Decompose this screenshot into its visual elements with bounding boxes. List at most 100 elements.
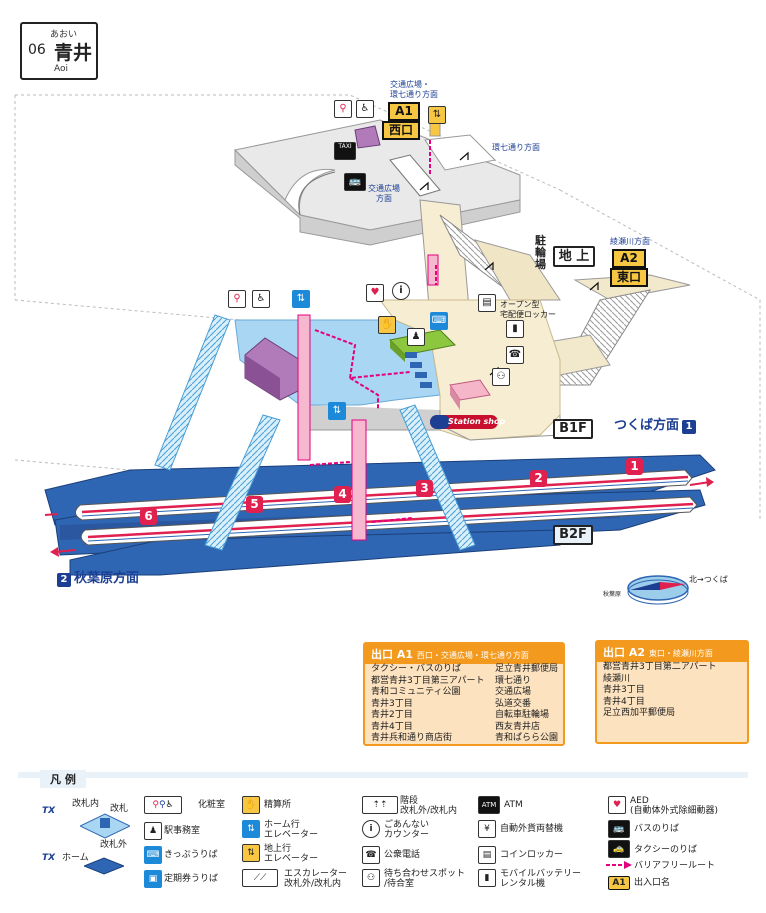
- a2-direction-label: 綾瀬川方面: [610, 237, 650, 246]
- toilet-icon: ⚲: [334, 100, 352, 118]
- legend-toilet-icon: ⚲⚲♿: [144, 796, 182, 814]
- exit-a2-tag: A2: [612, 249, 646, 268]
- legend-seisan: 精算所: [264, 800, 292, 810]
- platform-elevator-icon: ⇅: [292, 290, 310, 308]
- line-1-badge: 1: [682, 420, 697, 434]
- exit-a1-tag: A1: [388, 102, 420, 121]
- legend-jihanki-icon: ¥: [478, 820, 496, 838]
- legend-ekimu-icon: ♟: [144, 822, 162, 840]
- elevator-shafts: [297, 107, 441, 541]
- legend-jihanki: 自動外貨両替機: [500, 824, 564, 834]
- legend-escalator: エスカレーター 改札外/改札内: [284, 869, 348, 889]
- station-shop-sign: [430, 415, 498, 429]
- list-item: 青和ぱらら公園: [495, 733, 559, 743]
- list-item: 自転車駐輪場: [495, 710, 550, 720]
- station-office-icon: ♟: [407, 328, 425, 346]
- seisan-icon: ✋: [378, 316, 396, 334]
- barrier-free-route: [309, 140, 437, 523]
- bicycle-parking-label: 駐 輪 場: [535, 234, 546, 271]
- exit-a2-name: 東口: [610, 268, 648, 287]
- legend-koshu-icon: ☎: [362, 846, 380, 864]
- exit-a1-info: 出口 A1 西口・交通広場・環七通り方面 タクシー・バスのりば 都営青井3丁目第…: [363, 642, 565, 746]
- legend-toilet: 化粧室: [198, 800, 226, 810]
- list-item: 綾瀬川: [603, 673, 631, 684]
- exit-a2-info-header: 出口 A2 東口・綾瀬川方面: [597, 642, 747, 662]
- kanana-dori-label: 環七通り方面: [492, 143, 540, 152]
- platform-swatch-icon: [84, 857, 124, 875]
- waiting-spot-icon: ⚇: [492, 368, 510, 386]
- list-item: 都営青井3丁目第三アパート: [371, 675, 485, 686]
- legend-annai-icon: i: [362, 820, 380, 838]
- b1-wheelchair-icon: ♿: [252, 290, 270, 308]
- legend-bar: [18, 772, 748, 778]
- legend-kaidan: 階段 改札外/改札内: [400, 796, 458, 816]
- legend-battery: モバイルバッテリー レンタル機: [500, 869, 582, 889]
- legend-title: 凡 例: [40, 770, 86, 788]
- exit-a2-info: 出口 A2 東口・綾瀬川方面 都営青井3丁目第二アパート 綾瀬川 青井3丁目 青…: [595, 640, 749, 744]
- platform-elevator-icon-2: ⇅: [328, 402, 346, 420]
- station-name: 青井: [54, 42, 93, 64]
- legend-kippu-icon: ⌨: [144, 846, 162, 864]
- station-diagram: [14, 94, 761, 605]
- list-item: 都営青井3丁目第二アパート: [603, 662, 717, 672]
- exit-a1-name: 西口: [382, 121, 420, 140]
- station-ruby: あおい: [50, 30, 78, 40]
- legend-locker: コインロッカー: [500, 850, 564, 860]
- list-item: 青井2丁目: [371, 710, 413, 720]
- legend-kaisatsu: 改札: [110, 804, 129, 814]
- compass: [627, 575, 689, 605]
- compass-north: 北: [689, 575, 697, 584]
- list-item: 西友青井店: [495, 721, 541, 732]
- bus-icon: 🚌: [344, 173, 366, 191]
- list-item: 青井3丁目: [371, 698, 413, 709]
- taxi-icon: TAXI: [334, 142, 356, 160]
- line-arrows: [44, 477, 714, 557]
- telephone-icon: ☎: [506, 346, 524, 364]
- exit-a1-info-subtitle: 西口・交通広場・環七通り方面: [416, 651, 529, 660]
- tx-logo-icon: TX: [42, 806, 56, 816]
- stair-ground-to-b1: [419, 199, 561, 321]
- battery-icon: ▮: [506, 320, 524, 338]
- kotsu-hiroba-label: 交通広場 方面: [368, 184, 400, 203]
- legend-barrierfree-icon: [606, 861, 632, 869]
- gate-icon: [80, 813, 130, 839]
- legend-bus-icon: 🚌: [608, 820, 630, 838]
- tsukuba-direction-label: つくば方面: [614, 418, 680, 433]
- compass-tsukuba: つくば: [703, 575, 728, 584]
- exit-a2-info-title: 出口 A2: [603, 646, 645, 659]
- legend-aed-icon: ♥: [608, 796, 626, 814]
- a1-direction-label: 交通広場・ 環七通り方面: [390, 80, 438, 99]
- list-item: 青井4丁目: [371, 721, 413, 732]
- legend-kaidan-icon: ⇡⇡: [362, 796, 398, 814]
- platform-4-badge: 4: [334, 486, 351, 503]
- exit-a1-info-title: 出口 A1: [371, 648, 413, 661]
- exit-a2-info-subtitle: 東口・綾瀬川方面: [648, 649, 713, 658]
- platform-6-badge: 6: [140, 508, 157, 525]
- exit-a1-info-col2: 足立青井郵便局 環七通り 交通広場 弘道交番 自転車駐輪場 西友青井店 青和ぱら…: [495, 664, 558, 745]
- legend-barrierfree: バリアフリールート: [634, 861, 716, 871]
- legend-deguchi: 出入口名: [634, 878, 671, 888]
- legend-aed: AED (自動体外式除細動器): [630, 796, 719, 816]
- legend-escalator-icon: ⟋⟋: [242, 869, 278, 887]
- b1-toilet-icon: ⚲: [228, 290, 246, 308]
- floor-ground-tag: 地 上: [553, 246, 595, 267]
- exit-a1-info-header: 出口 A1 西口・交通広場・環七通り方面: [365, 644, 563, 664]
- legend-home: ホーム: [62, 853, 89, 863]
- legend-kaisatsu-gai: 改札外: [100, 840, 128, 850]
- list-item: タクシー・バスのりば: [371, 664, 462, 674]
- legend-kaisatsu-nai: 改札内: [72, 799, 100, 809]
- legend-locker-icon: ▤: [478, 846, 496, 864]
- toilet-ground: [354, 125, 381, 149]
- stairs-to-platform: [154, 314, 476, 551]
- legend-machiai: 待ち合わせスポット /待合室: [384, 869, 466, 889]
- floor-b2-tag: B2F: [553, 525, 593, 545]
- list-item: 足立西加平郵便局: [603, 708, 676, 718]
- legend-home-elev: ホーム行 エレベーター: [264, 820, 319, 840]
- akihabara-direction-label: 秋葉原方面: [74, 571, 140, 586]
- legend-machiai-icon: ⚇: [362, 869, 380, 887]
- list-item: 青井兵和通り商店街: [371, 733, 453, 743]
- compass-akihabara: 秋葉原: [603, 591, 622, 598]
- compass-labels: 北→つくば: [689, 575, 728, 584]
